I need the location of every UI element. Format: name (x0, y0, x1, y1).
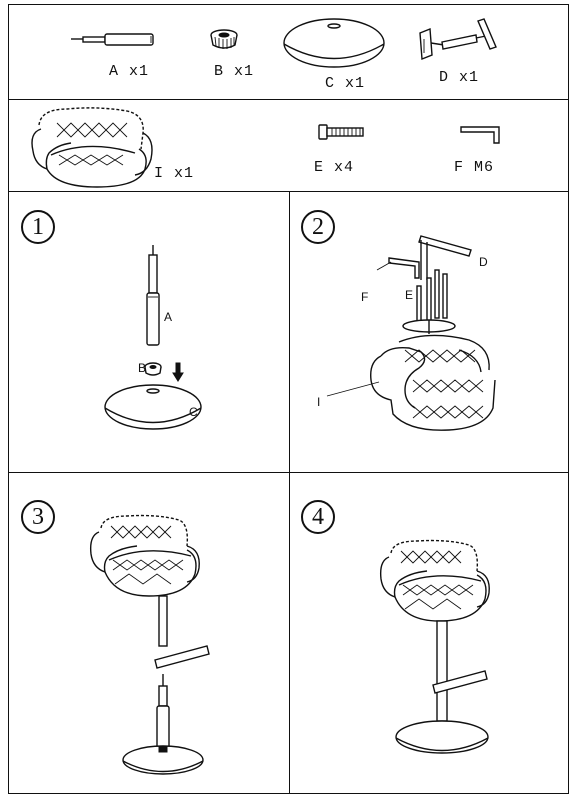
step-2-number: 2 (301, 210, 335, 244)
step-2-callout-i: I (317, 395, 321, 409)
part-d-footrest-drawing (419, 18, 497, 61)
part-e-bolt-drawing (318, 124, 364, 140)
step-4-drawing (379, 539, 490, 754)
part-a-gas-cylinder-drawing (71, 33, 154, 46)
step-3-drawing (89, 514, 210, 775)
part-f-allen-key-drawing (460, 126, 500, 144)
divider-steps-row (9, 472, 568, 473)
part-c-base-disc-drawing (283, 18, 385, 68)
step-2-callout-d: D (479, 255, 488, 269)
part-i-label: I x1 (154, 165, 195, 182)
divider-steps-column (289, 191, 290, 794)
part-a-label: A x1 (109, 63, 150, 80)
part-f-label: F M6 (454, 159, 495, 176)
divider-parts-row-2 (9, 191, 568, 192)
step-2-drawing (326, 235, 496, 431)
step-1-number: 1 (21, 210, 55, 244)
step-2-callout-f: F (361, 290, 369, 304)
part-b-label: B x1 (214, 63, 255, 80)
part-b-bearing-drawing (210, 29, 238, 49)
divider-parts-row-1 (9, 99, 568, 100)
part-c-label: C x1 (325, 75, 366, 92)
step-1-drawing (104, 245, 202, 430)
step-1-callout-a: A (164, 310, 173, 324)
part-d-label: D x1 (439, 69, 480, 86)
step-3-number: 3 (21, 500, 55, 534)
step-1-callout-c: C (189, 405, 198, 419)
step-1-callout-b: B (138, 361, 147, 375)
part-e-label: E x4 (314, 159, 355, 176)
step-4-number: 4 (301, 500, 335, 534)
assembly-sheet: A x1 B x1 C x1 D x1 (8, 4, 569, 794)
step-2-callout-e: E (405, 288, 414, 302)
part-i-seat-drawing (31, 107, 153, 188)
